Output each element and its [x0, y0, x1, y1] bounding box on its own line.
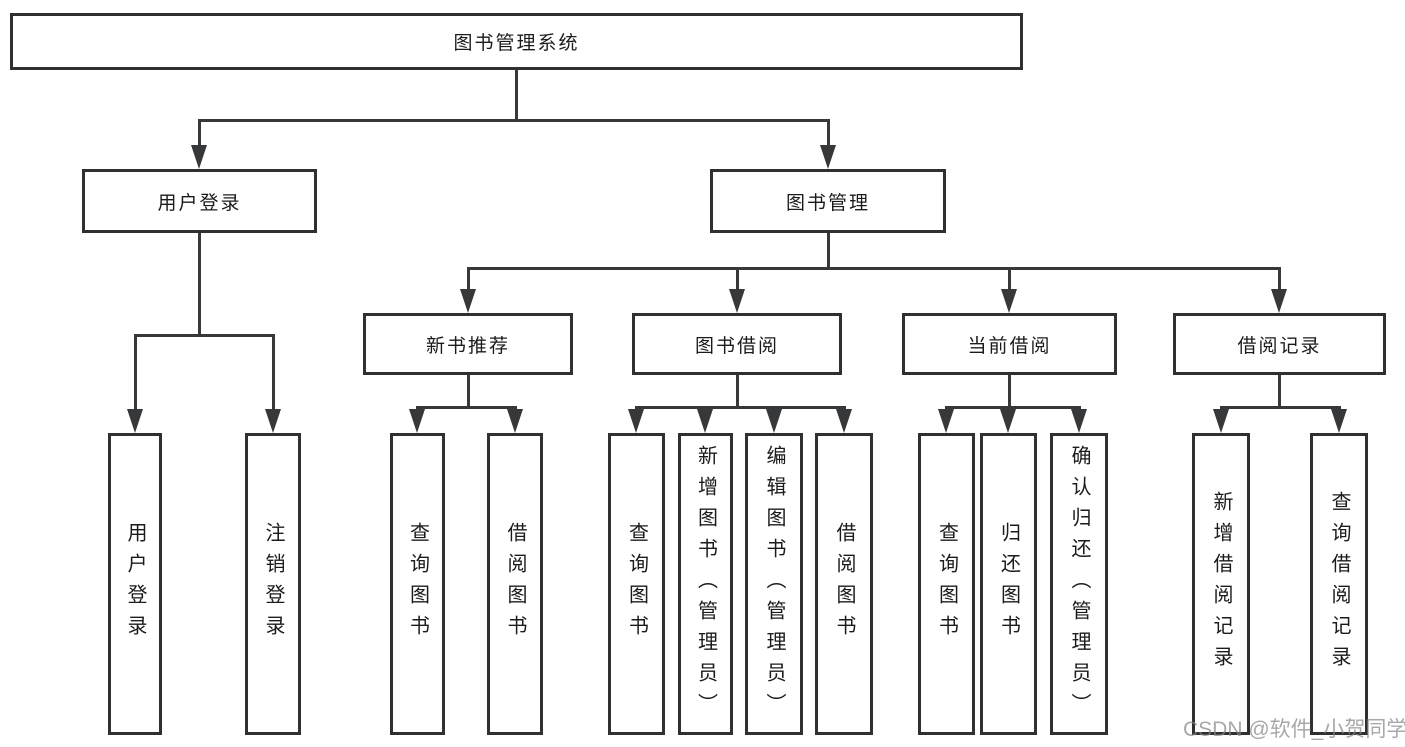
connector-book-mgmt-stem [827, 233, 830, 270]
connector-drop-book-mgmt [827, 119, 830, 151]
arrow-down-icon [460, 289, 476, 313]
leaf-borrow-borrow-books-label: 借阅图书 [833, 522, 855, 646]
connector-drop-leaf-login [134, 334, 137, 414]
leaf-user-login: 用户登录 [108, 433, 162, 735]
arrow-down-icon [409, 409, 425, 433]
node-borrow-records: 借阅记录 [1173, 313, 1386, 375]
node-book-borrow: 图书借阅 [632, 313, 842, 375]
connector-new-book-stem [467, 375, 470, 409]
leaf-records-add-record-label: 新增借阅记录 [1210, 491, 1232, 677]
connector-user-login-rail [134, 334, 275, 337]
leaf-current-confirm-return-admin: 确认归还（管理员） [1050, 433, 1108, 735]
arrow-down-icon [836, 409, 852, 433]
leaf-records-add-record: 新增借阅记录 [1192, 433, 1250, 735]
leaf-current-query-books-label: 查询图书 [935, 522, 958, 646]
node-book-borrow-label: 图书借阅 [694, 335, 779, 357]
node-book-management: 图书管理 [710, 169, 946, 233]
arrow-down-icon [628, 409, 644, 433]
node-current-borrow: 当前借阅 [902, 313, 1117, 375]
leaf-records-query-record: 查询借阅记录 [1310, 433, 1368, 735]
node-library-system-label: 图书管理系统 [453, 33, 580, 54]
arrow-down-icon [1071, 409, 1087, 433]
connector-drop-leaf-logout [272, 334, 275, 414]
leaf-borrow-add-books-admin-label: 新增图书（管理员） [694, 444, 717, 724]
leaf-borrow-query-books-label: 查询图书 [625, 522, 648, 646]
arrow-down-icon [820, 145, 836, 169]
connector-new-book-rail [416, 406, 517, 409]
leaf-newbook-borrow-books-label: 借阅图书 [504, 522, 526, 646]
leaf-borrow-borrow-books: 借阅图书 [815, 433, 873, 735]
node-library-system: 图书管理系统 [10, 13, 1023, 70]
arrow-down-icon [1213, 409, 1229, 433]
connector-drop-current-borrow [1008, 267, 1011, 295]
arrow-down-icon [265, 409, 281, 433]
connector-drop-user-login [198, 119, 201, 151]
connector-drop-new-book [467, 267, 470, 295]
node-current-borrow-label: 当前借阅 [967, 335, 1052, 357]
leaf-newbook-borrow-books: 借阅图书 [487, 433, 543, 735]
leaf-current-return-books: 归还图书 [980, 433, 1037, 735]
arrow-down-icon [938, 409, 954, 433]
arrow-down-icon [507, 409, 523, 433]
arrow-down-icon [697, 409, 713, 433]
arrow-down-icon [191, 145, 207, 169]
connector-borrow-records-rail [1220, 406, 1341, 409]
node-user-login-label: 用户登录 [157, 192, 242, 214]
node-user-login: 用户登录 [82, 169, 317, 233]
connector-borrow-records-stem [1278, 375, 1281, 409]
leaf-newbook-query-books: 查询图书 [390, 433, 445, 735]
arrow-down-icon [1000, 409, 1016, 433]
node-borrow-records-label: 借阅记录 [1237, 335, 1322, 357]
connector-level3-rail [467, 267, 1281, 270]
leaf-current-query-books: 查询图书 [918, 433, 975, 735]
node-book-management-label: 图书管理 [785, 192, 870, 214]
connector-drop-borrow-records [1278, 267, 1281, 295]
leaf-current-return-books-label: 归还图书 [997, 522, 1020, 646]
leaf-borrow-edit-books-admin-label: 编辑图书（管理员） [763, 444, 785, 724]
leaf-records-query-record-label: 查询借阅记录 [1328, 491, 1350, 677]
connector-drop-book-borrow [736, 267, 739, 295]
connector-root-stem [515, 70, 518, 120]
arrow-down-icon [729, 289, 745, 313]
leaf-logout-label: 注销登录 [262, 522, 284, 646]
connector-level2-rail [198, 119, 830, 122]
leaf-newbook-query-books-label: 查询图书 [406, 522, 429, 646]
arrow-down-icon [127, 409, 143, 433]
leaf-borrow-edit-books-admin: 编辑图书（管理员） [745, 433, 803, 735]
node-new-book-recommend-label: 新书推荐 [425, 335, 510, 357]
node-new-book-recommend: 新书推荐 [363, 313, 573, 375]
leaf-current-confirm-return-admin-label: 确认归还（管理员） [1068, 444, 1090, 724]
leaf-borrow-query-books: 查询图书 [608, 433, 665, 735]
connector-current-borrow-rail [945, 406, 1081, 409]
csdn-watermark: CSDN @软件_小贺同学 [1183, 718, 1405, 741]
arrow-down-icon [1331, 409, 1347, 433]
connector-user-login-stem [198, 233, 201, 336]
connector-current-borrow-stem [1008, 375, 1011, 409]
leaf-user-login-label: 用户登录 [124, 522, 146, 646]
connector-book-borrow-stem [736, 375, 739, 409]
arrow-down-icon [766, 409, 782, 433]
leaf-logout: 注销登录 [245, 433, 301, 735]
connector-book-borrow-rail [635, 406, 846, 409]
leaf-borrow-add-books-admin: 新增图书（管理员） [678, 433, 733, 735]
arrow-down-icon [1271, 289, 1287, 313]
arrow-down-icon [1001, 289, 1017, 313]
